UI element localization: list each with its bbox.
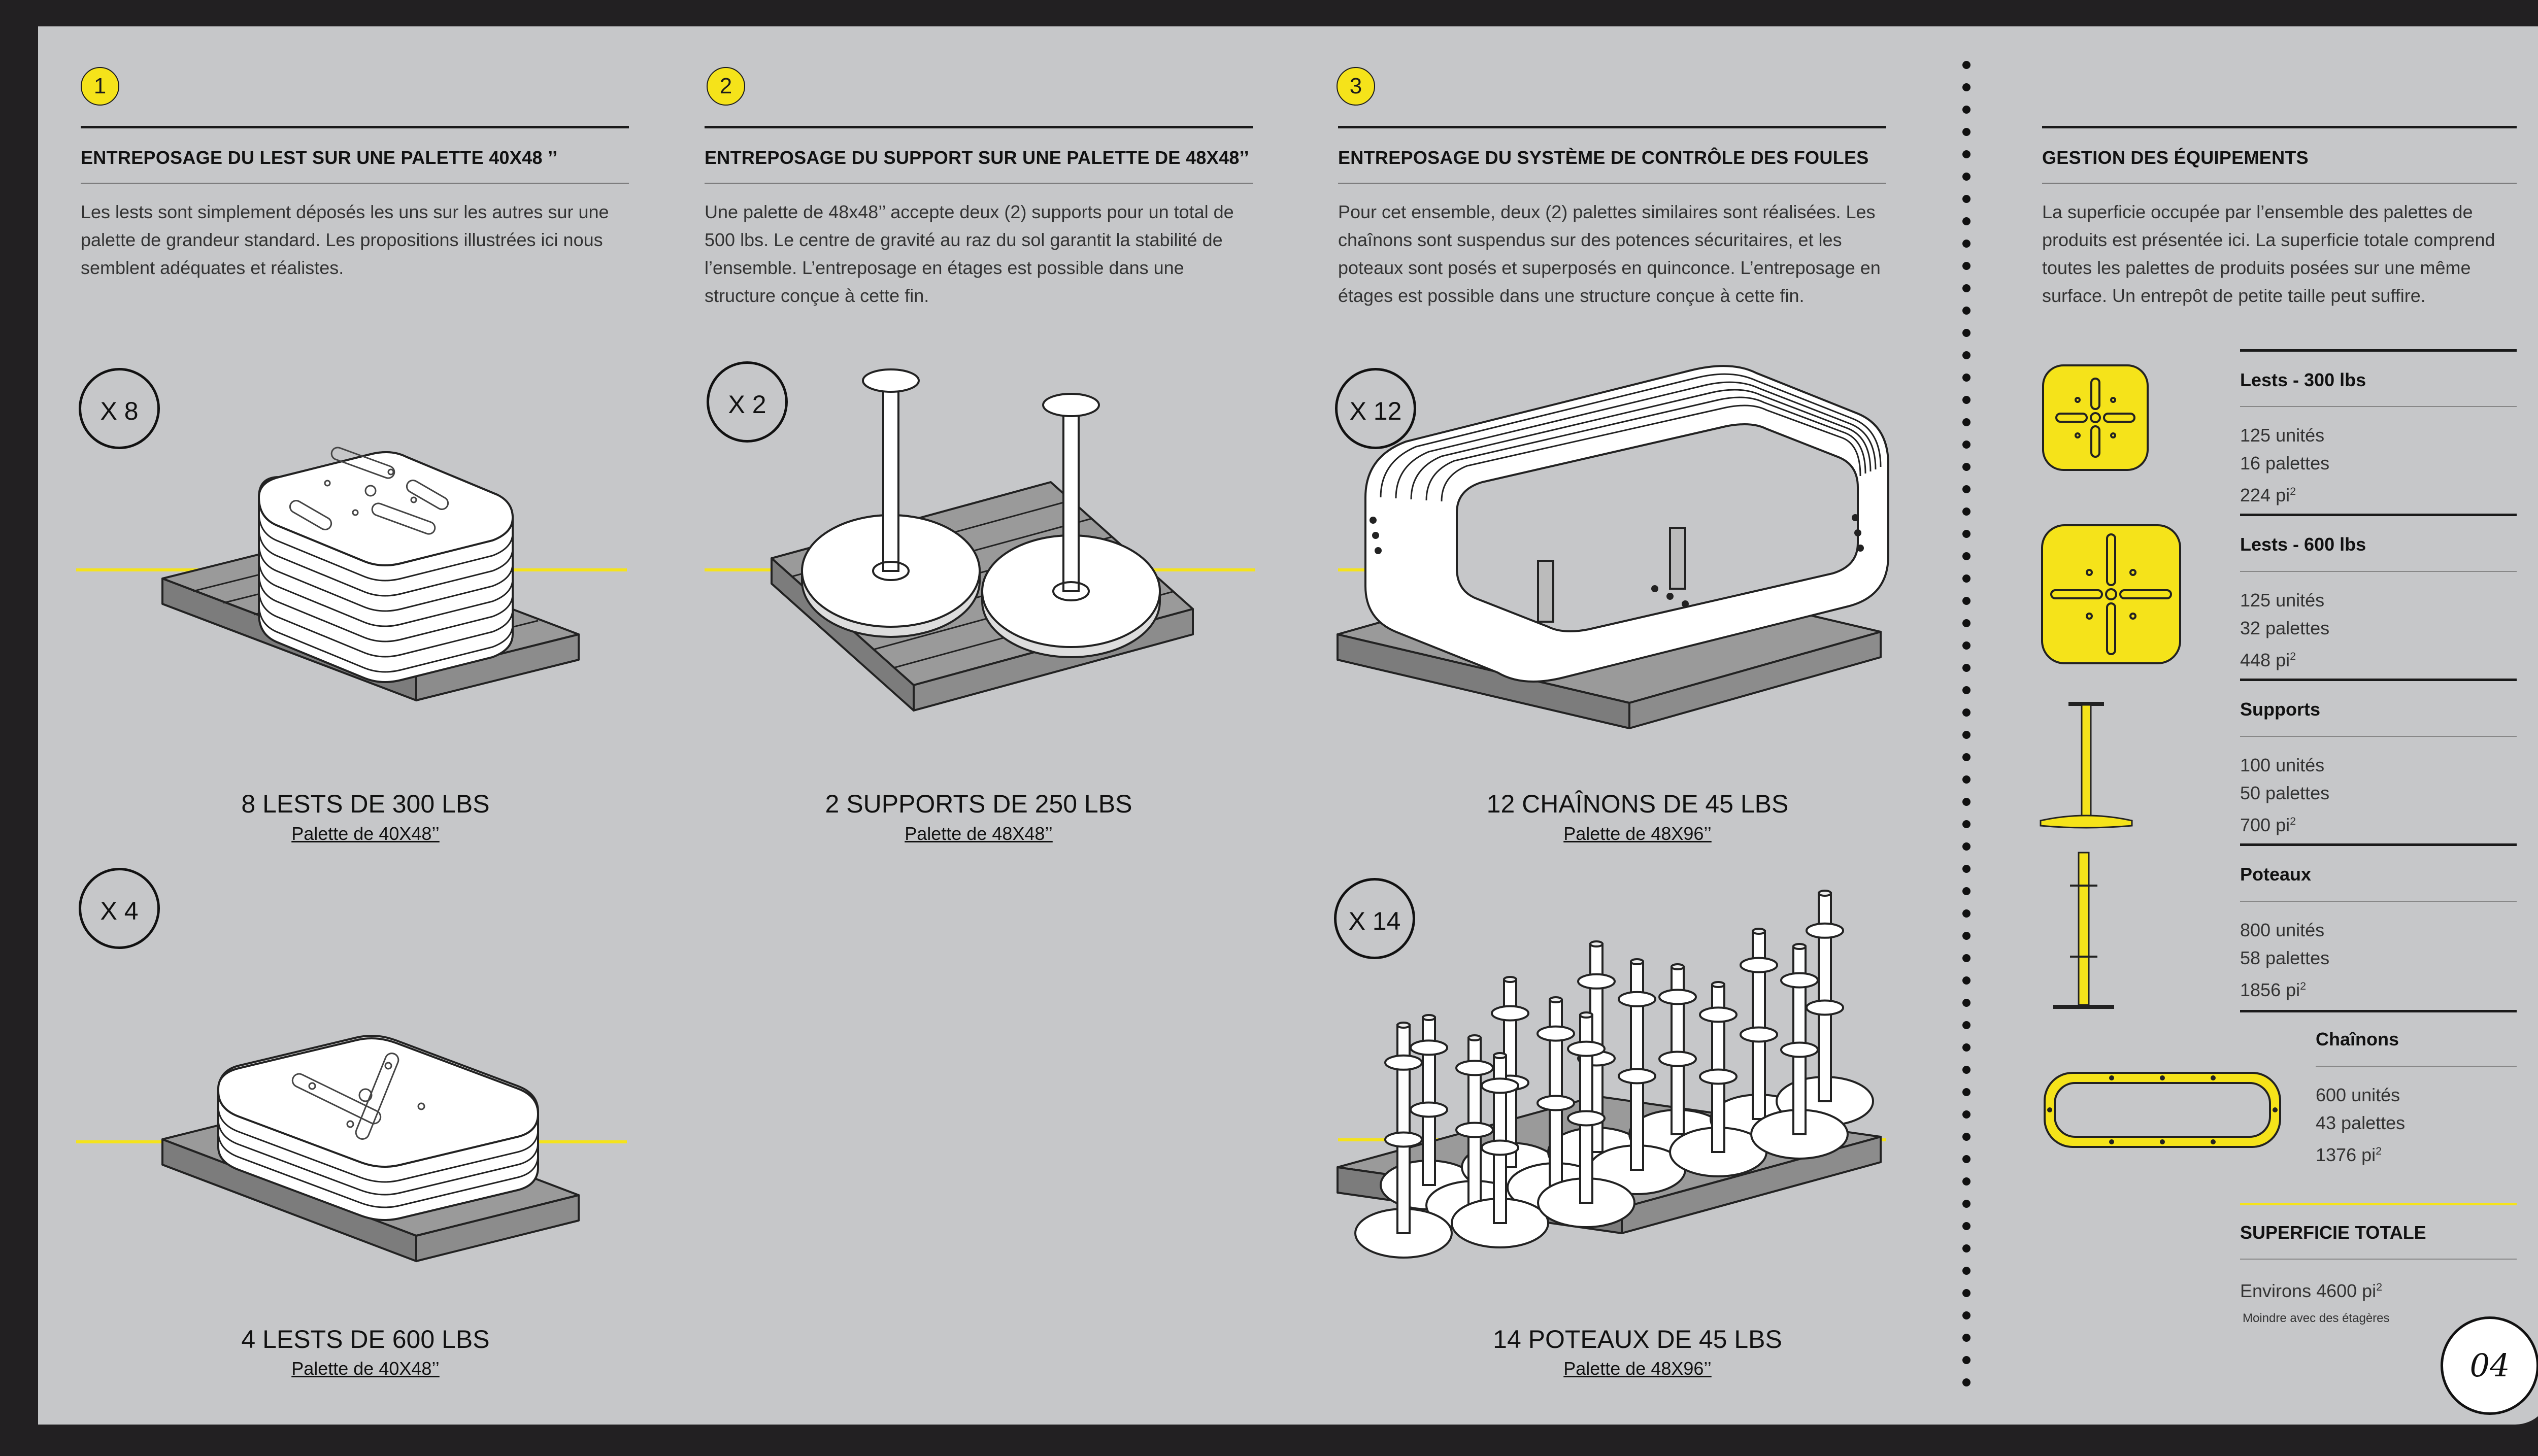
management-title: GESTION DES ÉQUIPEMENTS — [2042, 147, 2309, 168]
caption-300lbs: 8 LESTS DE 300 LBS — [241, 790, 490, 818]
weight-600-icon — [2041, 524, 2181, 664]
section-3-divider — [1338, 183, 1886, 184]
posts-illustration — [1337, 890, 1882, 1259]
stat-rule-2 — [2240, 514, 2517, 516]
stat-rule-5 — [2240, 1010, 2517, 1012]
section-3-top-rule — [1338, 126, 1886, 128]
pallet-label-posts: Palette de 48X96’’ — [1563, 1358, 1712, 1379]
support-icon — [2040, 702, 2133, 829]
stat-thin-2 — [2240, 571, 2517, 572]
post-icon — [2053, 852, 2114, 1009]
section-2-top-rule — [705, 126, 1253, 128]
stat-name-weight-300: Lests - 300 lbs — [2240, 369, 2366, 390]
management-top-rule — [2042, 126, 2517, 128]
total-value: Environs 4600 pi2 — [2240, 1280, 2383, 1301]
total-note: Moindre avec des étagères — [2243, 1311, 2390, 1325]
dotted-divider — [1962, 61, 1971, 1386]
management-divider — [2042, 183, 2517, 184]
page-number: 04 — [2441, 1316, 2538, 1415]
stat-name-chain-links: Chaînons — [2316, 1029, 2399, 1049]
multiplier-x12: X 12 — [1335, 368, 1416, 449]
stat-rule-4 — [2240, 843, 2517, 846]
section-1-top-rule — [81, 126, 629, 128]
weight-300-icon — [2042, 364, 2149, 471]
section-1-title: ENTREPOSAGE DU LEST SUR UNE PALETTE 40X4… — [81, 147, 558, 168]
multiplier-x14: X 14 — [1334, 878, 1415, 959]
section-1-text: Les lests sont simplement déposés les un… — [81, 201, 609, 278]
total-title: SUPERFICIE TOTALE — [2240, 1222, 2426, 1243]
caption-chain-links: 12 CHAÎNONS DE 45 LBS — [1486, 790, 1789, 818]
stat-name-posts: Poteaux — [2240, 864, 2312, 885]
section-2-divider — [705, 183, 1253, 184]
chain-links-illustration — [1337, 365, 1889, 729]
section-number-1: 1 — [81, 67, 119, 106]
pallet-label-supports: Palette de 48X48’’ — [905, 823, 1053, 844]
caption-supports: 2 SUPPORTS DE 250 LBS — [825, 790, 1132, 818]
stat-name-weight-600: Lests - 600 lbs — [2240, 534, 2366, 555]
stat-thin-3 — [2240, 736, 2517, 737]
section-2-text: Une palette de 48x48’’ accepte deux (2) … — [705, 201, 1234, 306]
section-number-3: 3 — [1337, 67, 1375, 106]
stat-thin-5 — [2316, 1066, 2517, 1067]
section-3-title: ENTREPOSAGE DU SYSTÈME DE CONTRÔLE DES F… — [1338, 147, 1869, 168]
section-number-2: 2 — [707, 67, 745, 106]
total-rule-yellow — [2240, 1203, 2517, 1205]
multiplier-x4: X 4 — [79, 868, 160, 949]
pallet-label-300lbs: Palette de 40X48’’ — [291, 823, 440, 844]
weights-600-stack-illustration — [161, 1035, 580, 1262]
pallet-label-chain-links: Palette de 48X96’’ — [1563, 823, 1712, 844]
stat-thin-1 — [2240, 406, 2517, 407]
management-text: La superficie occupée par l’ensemble des… — [2042, 201, 2495, 306]
stat-thin-4 — [2240, 901, 2517, 902]
section-2-title: ENTREPOSAGE DU SUPPORT SUR UNE PALETTE D… — [705, 147, 1249, 168]
section-1-divider — [81, 183, 629, 184]
multiplier-x2: X 2 — [707, 361, 788, 443]
weights-300-stack-illustration — [161, 447, 580, 701]
caption-posts: 14 POTEAUX DE 45 LBS — [1493, 1325, 1782, 1353]
pallet-label-600lbs: Palette de 40X48’’ — [291, 1358, 440, 1379]
section-3-text: Pour cet ensemble, deux (2) palettes sim… — [1338, 201, 1881, 306]
stat-name-supports: Supports — [2240, 699, 2320, 720]
stat-rule-3 — [2240, 679, 2517, 681]
multiplier-x8: X 8 — [79, 368, 160, 449]
stat-rule-1 — [2240, 349, 2517, 352]
total-thin — [2240, 1259, 2517, 1260]
supports-illustration — [771, 368, 1194, 712]
caption-600lbs: 4 LESTS DE 600 LBS — [241, 1325, 490, 1353]
chain-link-icon — [2044, 1072, 2281, 1148]
